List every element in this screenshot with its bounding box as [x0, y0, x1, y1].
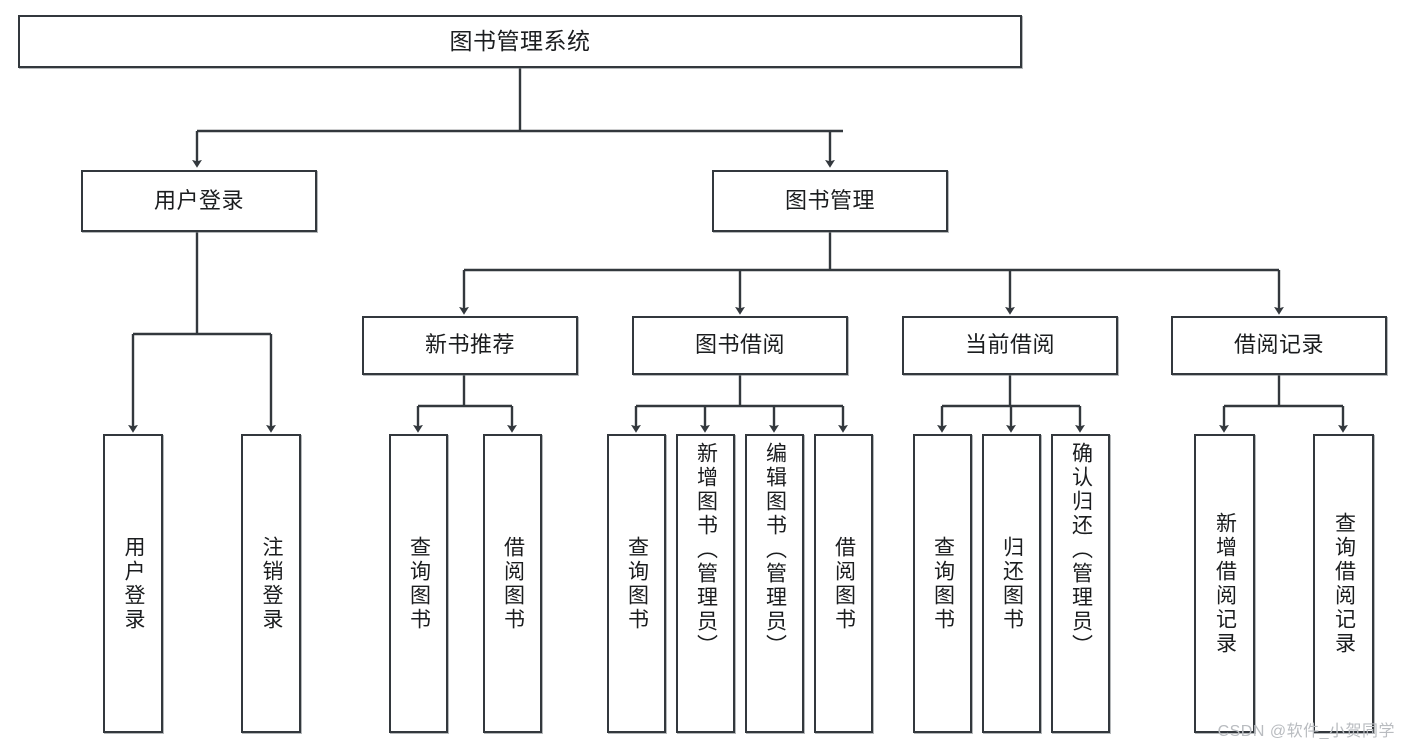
node-label: 借阅图书	[832, 535, 856, 632]
node-label: 图书管理系统	[449, 27, 591, 54]
node-label: 查询图书	[407, 535, 431, 632]
node-label: 新书推荐	[424, 332, 515, 358]
leaf-query-book-current[interactable]: 查询图书	[913, 434, 972, 733]
node-label: 当前借阅	[964, 332, 1055, 358]
leaf-borrow-book-recommend[interactable]: 借阅图书	[483, 434, 542, 733]
node-label: 用户登录	[122, 535, 146, 632]
node-new-book-recommend[interactable]: 新书推荐	[362, 316, 578, 375]
leaf-return-book[interactable]: 归还图书	[982, 434, 1041, 733]
leaf-query-borrow-record[interactable]: 查询借阅记录	[1313, 434, 1374, 733]
node-root-system[interactable]: 图书管理系统	[18, 15, 1022, 68]
node-book-manage[interactable]: 图书管理	[712, 170, 948, 232]
leaf-query-book-recommend[interactable]: 查询图书	[389, 434, 448, 733]
node-label: 图书借阅	[694, 332, 785, 358]
node-label: 借阅记录	[1233, 332, 1324, 358]
node-label: 新增图书（管理员）	[694, 442, 718, 658]
node-label: 注销登录	[260, 535, 284, 632]
leaf-edit-book-admin[interactable]: 编辑图书（管理员）	[745, 434, 804, 733]
leaf-borrow-book-borrow[interactable]: 借阅图书	[814, 434, 873, 733]
leaf-add-book-admin[interactable]: 新增图书（管理员）	[676, 434, 735, 733]
node-user-login[interactable]: 用户登录	[81, 170, 317, 232]
node-book-borrow[interactable]: 图书借阅	[632, 316, 848, 375]
leaf-confirm-return-admin[interactable]: 确认归还（管理员）	[1051, 434, 1110, 733]
leaf-add-borrow-record[interactable]: 新增借阅记录	[1194, 434, 1255, 733]
node-label: 借阅图书	[501, 535, 525, 632]
node-label: 归还图书	[1000, 535, 1024, 632]
node-label: 查询借阅记录	[1332, 511, 1356, 656]
leaf-logout-login[interactable]: 注销登录	[241, 434, 301, 733]
leaf-user-login[interactable]: 用户登录	[103, 434, 163, 733]
node-label: 编辑图书（管理员）	[763, 442, 787, 658]
node-label: 确认归还（管理员）	[1069, 442, 1093, 658]
node-label: 新增借阅记录	[1213, 511, 1237, 656]
watermark: CSDN @软件_小贺同学	[1217, 723, 1395, 740]
node-label: 查询图书	[625, 535, 649, 632]
node-borrow-record[interactable]: 借阅记录	[1171, 316, 1387, 375]
leaf-query-book-borrow[interactable]: 查询图书	[607, 434, 666, 733]
node-label: 用户登录	[153, 187, 244, 213]
node-current-borrow[interactable]: 当前借阅	[902, 316, 1118, 375]
node-label: 查询图书	[931, 535, 955, 632]
node-label: 图书管理	[784, 187, 875, 213]
